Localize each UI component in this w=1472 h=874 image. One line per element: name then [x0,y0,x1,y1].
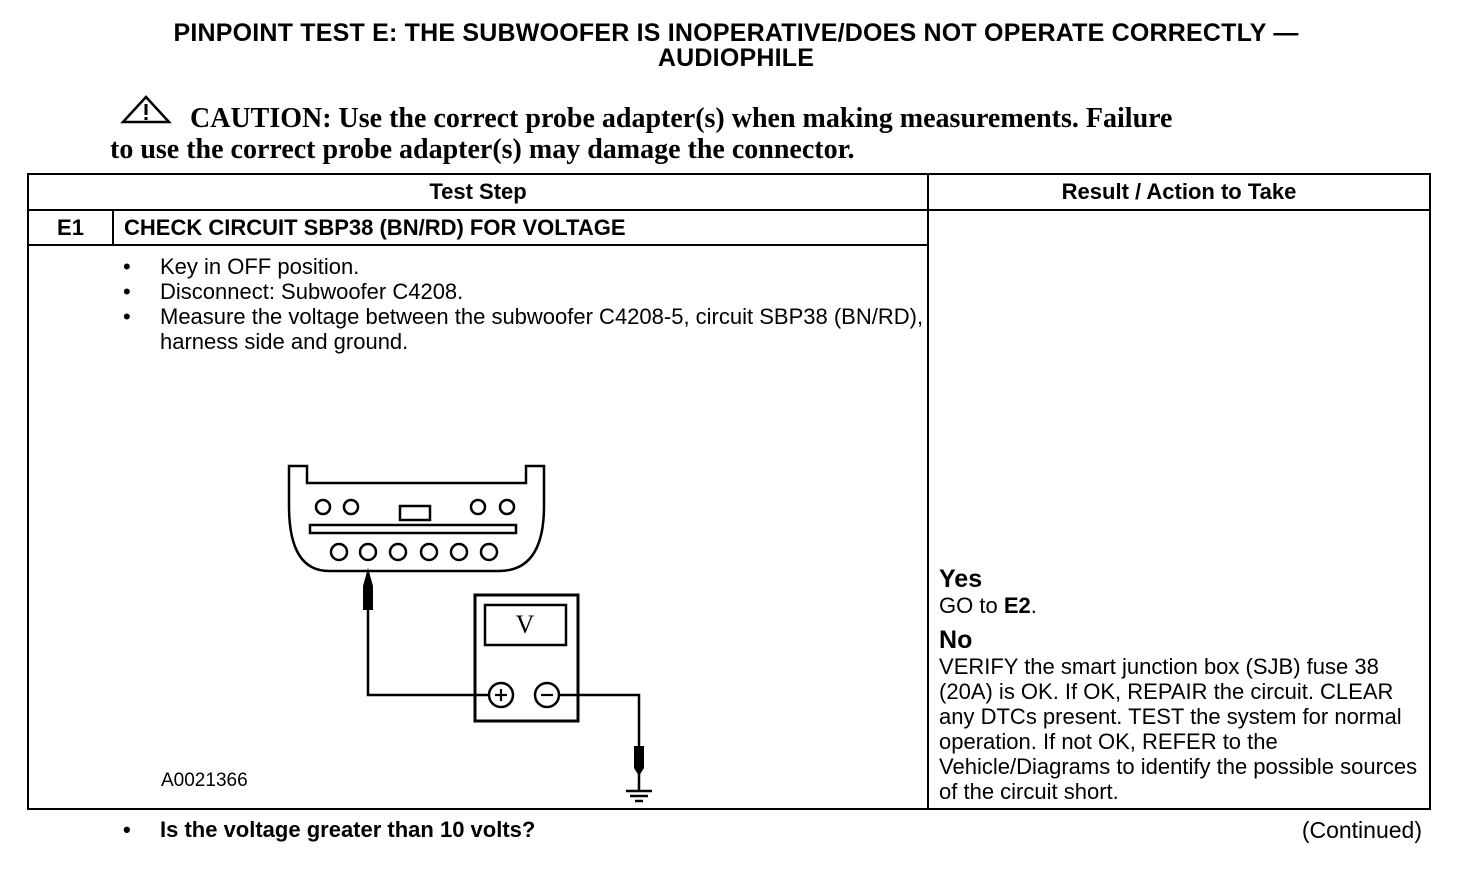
ground-icon [626,774,652,803]
caution-text-line1: CAUTION: Use the correct probe adapter(s… [190,103,1173,134]
header-result-action: Result / Action to Take [927,173,1432,211]
instruction-list: Key in OFF position. Disconnect: Subwoof… [29,254,927,354]
meter-symbol: V [516,610,535,639]
yes-target-link[interactable]: E2 [1003,593,1031,618]
yes-label: Yes [939,565,983,593]
caution-text-line2: to use the correct probe adapter(s) may … [110,134,855,165]
header-test-step: Test Step [26,173,930,211]
page-title-line2: AUDIOPHILE [657,44,815,72]
connector-c4208 [287,464,546,573]
voltmeter [473,593,580,723]
yes-prefix: GO to [939,593,1004,618]
yes-action: GO to E2. [939,593,1421,618]
list-item: Measure the voltage between the subwoofe… [29,304,927,354]
warning-triangle-icon [120,95,172,124]
pinpoint-test-table: Test Step Result / Action to Take E1 CHE… [26,173,1432,842]
step-title: CHECK CIRCUIT SBP38 (BN/RD) FOR VOLTAGE [111,209,930,246]
no-action: VERIFY the smart junction box (SJB) fuse… [939,654,1418,804]
no-label: No [939,626,973,654]
step-body: Key in OFF position. Disconnect: Subwoof… [26,244,930,842]
list-item: Disconnect: Subwoofer C4208. [29,279,927,304]
yes-suffix: . [1030,593,1037,618]
step-id: E1 [27,209,114,246]
step-question: Is the voltage greater than 10 volts? [29,817,909,842]
voltmeter-diagram: V [287,464,652,803]
result-cell: Yes GO to E2. No VERIFY the smart juncti… [927,209,1432,810]
continued-label: (Continued) [1301,817,1422,843]
list-item: Key in OFF position. [29,254,927,279]
figure-id: A0021366 [161,770,248,791]
page-title: PINPOINT TEST E: THE SUBWOOFER IS INOPER… [173,19,1299,47]
